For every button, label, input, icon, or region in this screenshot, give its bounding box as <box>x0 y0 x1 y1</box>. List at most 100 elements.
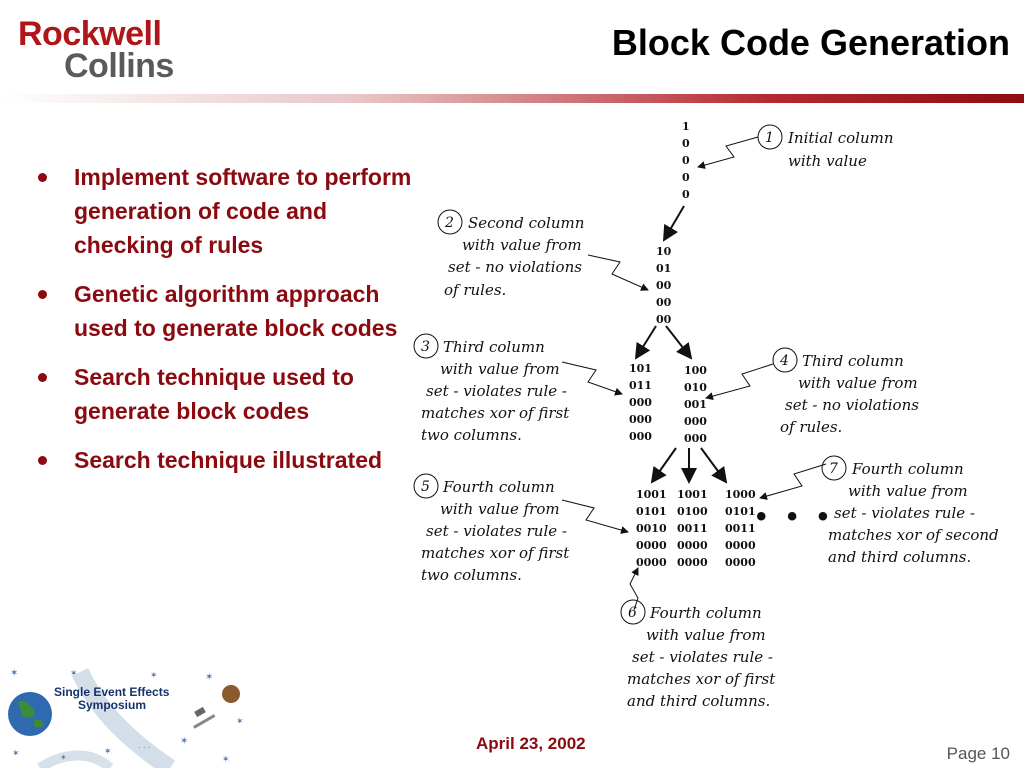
star-icon: ✶ <box>104 746 112 756</box>
step-number: 2 <box>444 215 454 231</box>
matrix-row: 0000 <box>677 556 708 569</box>
callout-leader <box>697 136 759 169</box>
bullet-dot-icon <box>38 456 47 465</box>
step-number: 4 <box>779 353 789 369</box>
callout-line: Third column <box>802 352 904 370</box>
callout-leader <box>561 499 629 534</box>
matrix-row: 0011 <box>725 522 756 535</box>
callout-line: with value from <box>798 374 918 392</box>
callout-line: matches xor of first <box>627 670 776 688</box>
callout-2: 2 Second column with value from set - no… <box>437 209 584 299</box>
matrix-row: 000 <box>629 396 652 409</box>
matrix-row: 010 <box>684 381 707 394</box>
step-number-circle <box>821 455 847 481</box>
matrix-row: 011 <box>629 379 652 392</box>
step-number-circle <box>413 473 439 499</box>
matrix-row: 000 <box>684 415 707 428</box>
callout-leader <box>629 567 639 611</box>
callout-line: with value from <box>848 482 968 500</box>
bullet-dot-icon <box>38 373 47 382</box>
callout-line: with value from <box>462 236 582 254</box>
step-number: 6 <box>628 605 637 621</box>
star-icon: ✶ <box>205 672 213 683</box>
matrix-row: 01 <box>656 262 671 275</box>
bullet-text: Search technique used to generate block … <box>74 364 354 424</box>
matrix-fourth-a: 1001 0101 0010 0000 0000 <box>636 488 667 569</box>
callout-leader <box>561 361 623 396</box>
matrix-row: 100 <box>684 364 707 377</box>
step-number-circle <box>437 209 463 235</box>
callout-7: 7 Fourth column with value from set - vi… <box>821 455 999 566</box>
matrix-fourth-b: 1001 0100 0011 0000 0000 <box>677 488 708 569</box>
matrix-row: 101 <box>629 362 652 375</box>
matrix-row: 00 <box>656 279 672 292</box>
matrix-row: 1 <box>682 120 690 133</box>
bullet-dot-icon <box>38 290 47 299</box>
bullet-text: Search technique illustrated <box>74 447 383 473</box>
matrix-row: 0 <box>682 171 690 184</box>
step-number: 7 <box>829 461 838 477</box>
callout-line: two columns. <box>421 426 522 444</box>
matrix-row: 0010 <box>636 522 667 535</box>
step-number-circle <box>772 347 798 373</box>
planet-icon <box>222 685 240 703</box>
callout-line: set - violates rule - <box>834 504 975 522</box>
particle-icon: · · · <box>138 743 150 752</box>
star-icon: ✶ <box>150 670 158 680</box>
tree-arrow <box>662 205 685 242</box>
matrix-third-a: 101 011 000 000 000 <box>629 362 652 443</box>
star-icon: ✶ <box>12 748 20 758</box>
logo-swoosh <box>37 750 114 768</box>
single-event-effects-symposium-logo: ✶ ✶ ✶ ✶ ✶ ✶ ✶ ✶ ✶ ✶ · · · Single Event E… <box>8 668 244 768</box>
matrix-row: 0101 <box>636 505 667 518</box>
matrix-row: 1000 <box>725 488 756 501</box>
callout-line: and third columns. <box>828 548 971 566</box>
callout-line: with value from <box>646 626 766 644</box>
logo-text-line1: Single Event Effects <box>54 685 170 699</box>
footer-date: April 23, 2002 <box>476 734 586 753</box>
step-number: 5 <box>421 479 430 495</box>
bullet-text: Implement software to perform generation… <box>74 164 412 258</box>
callout-line: matches xor of first <box>421 544 570 562</box>
tree-arrow <box>650 447 677 484</box>
bullet-item: Genetic algorithm approach used to gener… <box>34 277 414 345</box>
bullet-dot-icon <box>38 173 47 182</box>
bullet-text: Genetic algorithm approach used to gener… <box>74 281 398 341</box>
matrix-third-b: 100 010 001 000 000 <box>684 364 707 445</box>
callout-line: with value from <box>440 500 560 518</box>
callout-4: 4 Third column with value from set - no … <box>772 347 919 436</box>
matrix-row: 00 <box>656 313 672 326</box>
block-code-search-diagram: 1 0 0 0 0 10 01 00 00 00 101 011 000 000… <box>413 120 999 710</box>
page-number: Page 10 <box>946 744 1010 763</box>
callout-leader <box>705 363 774 401</box>
callout-3: 3 Third column with value from set - vio… <box>413 333 570 444</box>
callout-line: set - violates rule - <box>426 522 567 540</box>
logo-text-line2: Symposium <box>78 698 146 712</box>
callout-line: set - no violations <box>785 396 919 414</box>
callout-line: Fourth column <box>442 478 555 496</box>
callout-line: matches xor of second <box>828 526 999 544</box>
logo-swoosh <box>71 668 176 768</box>
step-number-circle <box>413 333 439 359</box>
matrix-second: 10 01 00 00 00 <box>656 245 672 326</box>
matrix-row: 1001 <box>677 488 708 501</box>
matrix-row: 0100 <box>677 505 708 518</box>
callout-line: Second column <box>468 214 584 232</box>
matrix-row: 00 <box>656 296 672 309</box>
matrix-row: 10 <box>656 245 672 258</box>
callout-line: with value <box>788 152 867 170</box>
callout-leader <box>759 463 827 500</box>
callout-6: 6 Fourth column with value from set - vi… <box>620 599 776 710</box>
tree-arrow <box>700 447 728 484</box>
matrix-row: 000 <box>629 413 652 426</box>
matrix-row: 0 <box>682 188 690 201</box>
callout-line: with value from <box>440 360 560 378</box>
callout-line: two columns. <box>421 566 522 584</box>
star-icon: ✶ <box>70 668 78 678</box>
matrix-initial: 1 0 0 0 0 <box>682 120 690 201</box>
logo-line-2: Collins <box>64 47 174 85</box>
tree-arrow <box>665 325 693 360</box>
satellite-icon <box>194 706 206 718</box>
callout-line: Initial column <box>787 129 894 147</box>
bullet-item: Search technique used to generate block … <box>34 360 414 428</box>
